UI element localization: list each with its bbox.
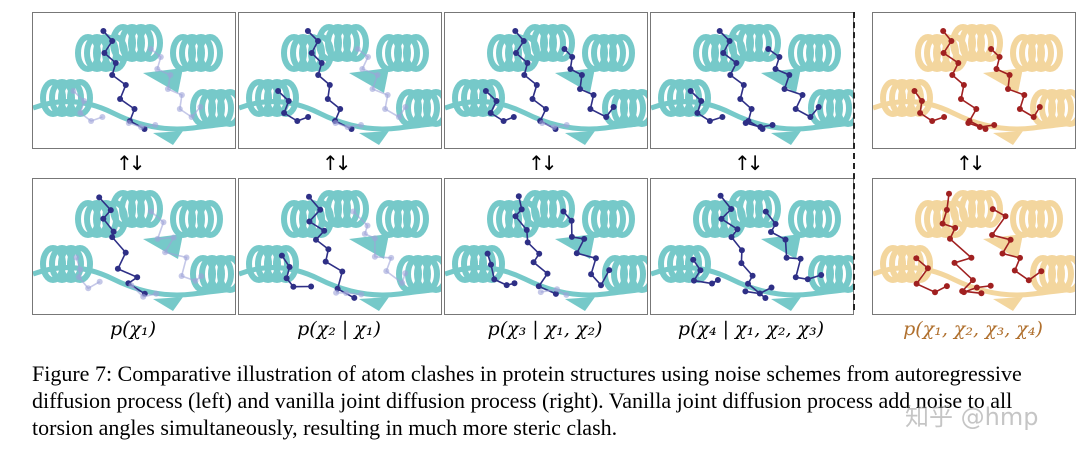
protein-cartoon bbox=[33, 24, 235, 145]
panel-top-3 bbox=[444, 12, 648, 149]
protein-cartoon bbox=[239, 24, 441, 145]
transition-arrows-3: ↑↓ bbox=[528, 151, 557, 175]
protein-render bbox=[651, 190, 853, 311]
transition-arrows-1: ↑↓ bbox=[116, 151, 145, 175]
panel-bottom-4 bbox=[650, 178, 854, 315]
protein-cartoon bbox=[445, 24, 647, 145]
protein-render bbox=[445, 24, 647, 145]
label-col2: p(χ₂ | χ₁) bbox=[297, 318, 381, 340]
transition-arrows-4: ↑↓ bbox=[734, 151, 763, 175]
panel-bottom-5 bbox=[872, 178, 1076, 315]
protein-render bbox=[33, 190, 235, 311]
panel-bottom-1 bbox=[32, 178, 236, 315]
protein-render bbox=[873, 24, 1075, 145]
protein-cartoon bbox=[445, 190, 647, 311]
protein-cartoon bbox=[651, 24, 853, 145]
protein-cartoon bbox=[33, 190, 235, 311]
label-col1: p(χ₁) bbox=[109, 318, 157, 340]
transition-arrows-2: ↑↓ bbox=[322, 151, 351, 175]
protein-render bbox=[239, 24, 441, 145]
panel-top-5 bbox=[872, 12, 1076, 149]
panel-top-4 bbox=[650, 12, 854, 149]
protein-cartoon bbox=[651, 190, 853, 311]
label-col4: p(χ₄ | χ₁, χ₂, χ₃) bbox=[677, 318, 825, 340]
protein-render bbox=[651, 24, 853, 145]
panel-top-2 bbox=[238, 12, 442, 149]
transition-arrows-5: ↑↓ bbox=[956, 151, 985, 175]
protein-cartoon bbox=[873, 190, 1075, 311]
label-col3: p(χ₃ | χ₁, χ₂) bbox=[487, 318, 603, 340]
protein-cartoon bbox=[873, 24, 1075, 145]
watermark: 知乎 @hmp bbox=[905, 403, 1039, 431]
figure: ↑↓ ↑↓ ↑↓ ↑↓ ↑↓ p(χ₁) p(χ₂ | χ₁) p(χ₃ | χ… bbox=[32, 12, 1076, 340]
figure-caption: Figure 7: Comparative illustration of at… bbox=[32, 361, 1022, 440]
protein-render bbox=[33, 24, 235, 145]
label-col5: p(χ₁, χ₂, χ₃, χ₄) bbox=[903, 318, 1043, 340]
panel-bottom-3 bbox=[444, 178, 648, 315]
protein-render bbox=[873, 190, 1075, 311]
panel-bottom-2 bbox=[238, 178, 442, 315]
protein-render bbox=[445, 190, 647, 311]
protein-render bbox=[239, 190, 441, 311]
panel-top-1 bbox=[32, 12, 236, 149]
dashed-divider bbox=[853, 12, 855, 310]
